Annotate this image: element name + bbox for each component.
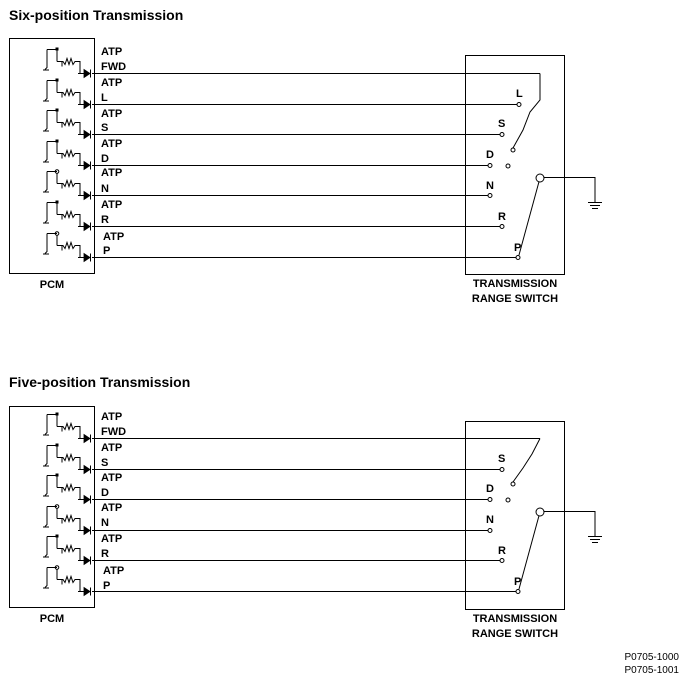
fwd-bracket [512,438,541,483]
line-label-p: P [103,580,111,592]
pcm-label: PCM [39,279,65,291]
switch-contact-d [487,497,493,502]
atp-label-r: ATP [101,199,123,211]
line-label-l: L [101,92,108,104]
switch-pos-s: S [498,118,506,130]
switch-pos-p: P [514,576,522,588]
switch-label-line2: RANGE SWITCH [471,628,559,640]
switch-pos-s: S [498,453,506,465]
line-label-fwd: FWD [101,61,127,73]
switch-contact-r [499,224,505,229]
line-label-d: D [101,487,109,499]
switch-contact-a [510,481,516,487]
atp-label-n: ATP [101,167,123,179]
switch-contact-p [515,255,521,260]
line-label-r: R [101,548,109,560]
atp-label-fwd: ATP [101,411,123,423]
switch-pos-p: P [514,242,522,254]
switch-contact-n [487,193,493,198]
line-label-s: S [101,122,109,134]
switch-wiper [518,511,541,590]
atp-label-s: ATP [101,108,123,120]
atp-label-l: ATP [101,77,123,89]
ground-lead [544,177,596,202]
switch-contact-b [505,163,511,169]
switch-label-line1: TRANSMISSION [472,613,558,625]
pcm-driver-circuits [43,47,91,263]
diagram-2-title: Five-position Transmission [9,374,191,390]
switch-pivot [535,507,545,517]
atp-label-n: ATP [101,502,123,514]
switch-contact-s [499,132,505,137]
switch-label-line1: TRANSMISSION [472,278,558,290]
switch-contact-r [499,558,505,563]
line-label-r: R [101,214,109,226]
atp-label-r: ATP [101,533,123,545]
switch-contact-s [499,467,505,472]
line-label-fwd: FWD [101,426,127,438]
atp-label-d: ATP [101,138,123,150]
reference-number-1: P0705-1000 [624,652,680,663]
switch-box [465,421,565,610]
atp-label-p: ATP [103,565,125,577]
line-label-d: D [101,153,109,165]
atp-label-fwd: ATP [101,46,123,58]
atp-label-p: ATP [103,231,125,243]
switch-contact-a [510,147,516,153]
line-label-s: S [101,457,109,469]
pcm-box [9,406,95,608]
switch-pos-d: D [486,149,494,161]
switch-pos-r: R [498,211,506,223]
switch-pos-n: N [486,180,494,192]
pcm-label: PCM [39,613,65,625]
switch-label-line2: RANGE SWITCH [471,293,559,305]
line-label-n: N [101,183,109,195]
switch-pivot [535,173,545,183]
line-label-p: P [103,245,111,257]
switch-contact-n [487,528,493,533]
switch-pos-d: D [486,483,494,495]
switch-wiper [518,177,541,256]
switch-pos-r: R [498,545,506,557]
switch-contact-l [516,102,522,107]
atp-label-d: ATP [101,472,123,484]
switch-pos-l: L [516,88,523,100]
pcm-driver-circuits [43,412,91,597]
line-label-n: N [101,517,109,529]
switch-contact-d [487,163,493,168]
diagram-1-title: Six-position Transmission [9,7,184,23]
pcm-box [9,38,95,274]
switch-contact-b [505,497,511,503]
fwd-bracket [512,73,541,149]
atp-label-s: ATP [101,442,123,454]
switch-contact-p [515,589,521,594]
switch-pos-n: N [486,514,494,526]
ground-lead [544,511,596,536]
reference-number-2: P0705-1001 [624,665,680,676]
